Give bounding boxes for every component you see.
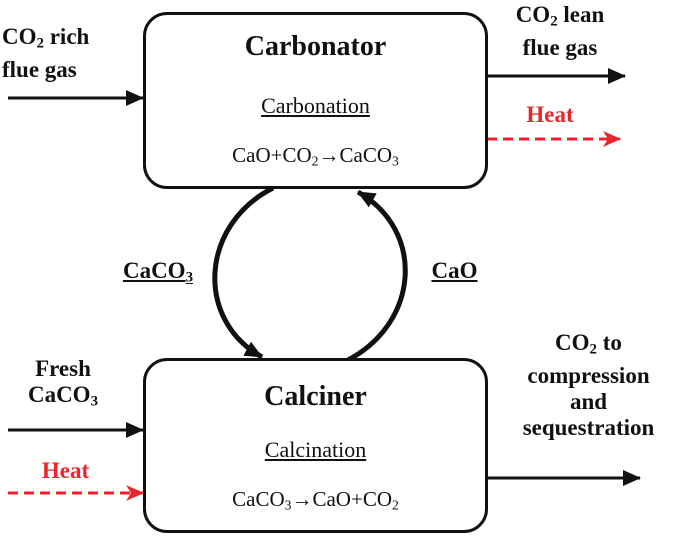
carbonator-process: Carbonation [261,93,370,118]
carbonator-title: Carbonator [244,31,387,62]
heat-in-label: Heat [41,458,90,483]
calcination-equation: CaCO3→CaO+CO2 [232,487,399,513]
fresh-caco3-label: Fresh CaCO3 [27,356,99,410]
cao-loop-arrow [346,189,408,363]
calciner-process: Calcination [264,437,367,462]
loop-caco3-label: CaCO3 [122,258,194,286]
loop-cao-label: CaO [431,258,478,283]
caco3-loop-arrow [212,185,275,360]
carbonation-equation: CaO+CO2→CaCO3 [232,143,399,169]
carbonator-box: Carbonator Carbonation CaO+CO2→CaCO3 [143,12,488,189]
calciner-title: Calciner [264,381,367,412]
co2-out-label: CO2 to compression and sequestration [522,330,655,440]
co2-lean-label: CO2 lean flue gas [515,2,605,60]
calciner-box: Calciner Calcination CaCO3→CaO+CO2 [143,358,488,533]
co2-rich-label: CO2 rich flue gas [2,24,90,82]
heat-out-label: Heat [526,102,574,127]
